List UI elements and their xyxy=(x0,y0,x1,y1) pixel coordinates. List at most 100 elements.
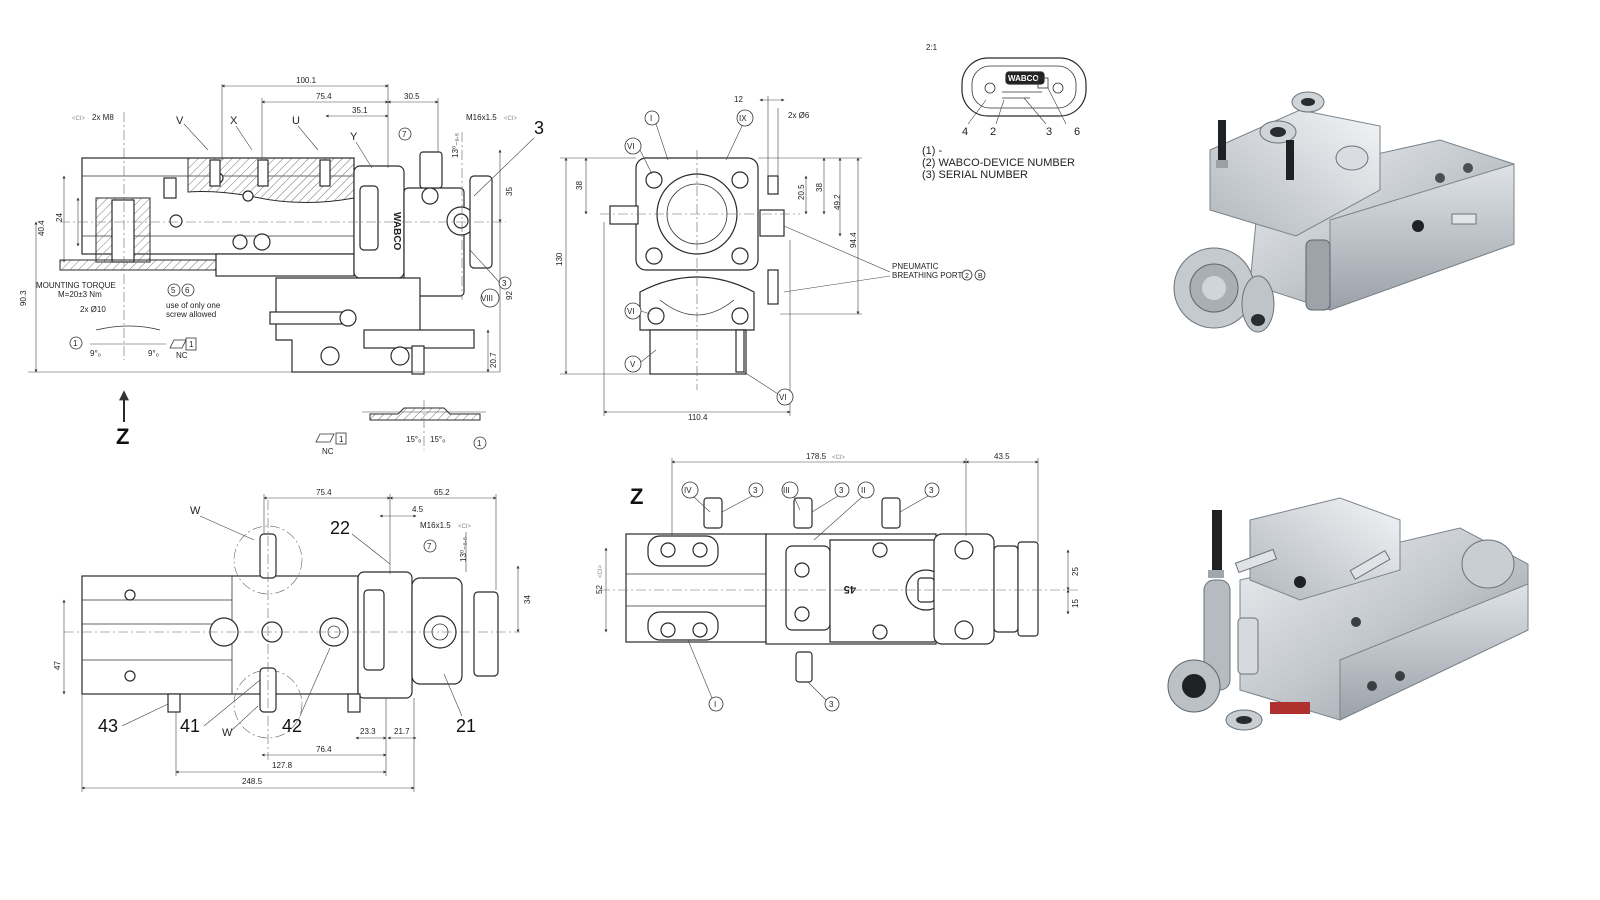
dim-52: 52 xyxy=(595,585,604,594)
note-screw-allowed: screw allowed xyxy=(166,310,216,319)
callout-v: V xyxy=(630,360,636,369)
dim-49-2: 49.2 xyxy=(833,194,842,210)
angle-9-left: 9°₀ xyxy=(90,349,101,358)
callout-1-c: 1 xyxy=(477,439,482,448)
callout-w-top: W xyxy=(190,505,201,517)
callout-3-i: 3 xyxy=(829,700,834,709)
callout-6: 6 xyxy=(185,286,190,295)
dim-13-b: 13⁰₋₀.₅ xyxy=(459,537,468,562)
note-ci-c: <CI> xyxy=(832,455,846,461)
dim-110-4: 110.4 xyxy=(688,413,708,422)
angle-15-left: 15°₀ xyxy=(406,435,421,444)
note-nc-b: NC xyxy=(322,447,334,456)
dim-20-7: 20.7 xyxy=(489,352,498,368)
callout-21: 21 xyxy=(456,716,476,736)
dim-92: 92 xyxy=(505,291,514,300)
dim-23-3: 23.3 xyxy=(360,727,376,736)
view-label-z-b: Z xyxy=(630,484,643,509)
nameplate-callout-2: 2 xyxy=(990,126,996,138)
dim-130: 130 xyxy=(555,252,564,266)
nameplate-callout-6: 6 xyxy=(1074,126,1080,138)
dim-65-2: 65.2 xyxy=(434,488,450,497)
callout-1-b: 1 xyxy=(189,340,194,349)
note-ci-b: <CI> xyxy=(458,524,472,530)
callout-vi-a: VI xyxy=(627,142,635,151)
callout-5: 5 xyxy=(171,286,176,295)
callout-1-d: 1 xyxy=(339,435,344,444)
pneumatic-label-1: PNEUMATIC xyxy=(892,262,939,271)
bottom-middle-bottom-view: Z 45 178.5 <CI> 43.5 xyxy=(595,452,1080,712)
callout-3-ii: 3 xyxy=(929,486,934,495)
plate-number: 45 xyxy=(844,583,856,595)
dim-35: 35 xyxy=(505,187,514,196)
dim-4-5: 4.5 xyxy=(412,505,424,514)
callout-w-bottom: W xyxy=(222,727,233,739)
callout-ii: II xyxy=(861,486,865,495)
note-ci-left: <CI> xyxy=(72,116,86,122)
note-2xm8: 2x M8 xyxy=(92,113,114,122)
dim-25: 25 xyxy=(1071,567,1080,576)
callout-y: Y xyxy=(350,131,358,143)
dim-178-5: 178.5 xyxy=(806,452,827,461)
scale-note: 2:1 xyxy=(926,43,938,52)
note-nc-a: NC xyxy=(176,351,188,360)
dim-20-5: 20.5 xyxy=(797,184,806,200)
dim-35-1: 35.1 xyxy=(352,106,368,115)
dim-94-4: 94.4 xyxy=(849,232,858,248)
callout-x: X xyxy=(230,115,238,127)
angle-9-right: 9°₀ xyxy=(148,349,159,358)
callout-i-b: I xyxy=(714,700,716,709)
note-ci-d: <CI> xyxy=(598,564,604,578)
dim-47: 47 xyxy=(53,661,62,670)
dim-38-right: 38 xyxy=(815,183,824,192)
callout-i: I xyxy=(650,114,652,123)
nameplate-callout-3: 3 xyxy=(1046,126,1052,138)
view-label-z-a: Z xyxy=(116,424,129,449)
legend-line-1: (1) - xyxy=(922,145,943,157)
note-torque-value: M=20±3 Nm xyxy=(58,290,102,299)
note-mounting-torque: MOUNTING TORQUE xyxy=(36,281,116,290)
callout-42: 42 xyxy=(282,716,302,736)
pneumatic-label-2: BREATHING PORT xyxy=(892,271,962,280)
nameplate-callout-4: 4 xyxy=(962,126,968,138)
callout-3-iv: 3 xyxy=(753,486,758,495)
dim-100-1: 100.1 xyxy=(296,76,317,85)
angle-15-right: 15°₀ xyxy=(430,435,445,444)
callout-43: 43 xyxy=(98,716,118,736)
callout-3-large: 3 xyxy=(534,118,544,138)
valve-unit-render-front xyxy=(1173,91,1515,333)
callout-7: 7 xyxy=(402,130,407,139)
note-use-only-one: use of only one xyxy=(166,301,221,310)
dim-38-left: 38 xyxy=(575,181,584,190)
callout-3-iii: 3 xyxy=(839,486,844,495)
dim-248-5: 248.5 xyxy=(242,777,263,786)
callout-3-small: 3 xyxy=(502,279,507,288)
callout-viii: VIII xyxy=(481,294,493,303)
dim-15: 15 xyxy=(1071,599,1080,608)
callout-vi-b: VI xyxy=(627,307,635,316)
dim-127-8: 127.8 xyxy=(272,761,293,770)
dim-30-5: 30.5 xyxy=(404,92,420,101)
callout-iii: III xyxy=(783,486,790,495)
dim-12: 12 xyxy=(734,95,743,104)
dim-75-4: 75.4 xyxy=(316,92,332,101)
callout-u: U xyxy=(292,115,300,127)
bottom-left-top-view: 75.4 65.2 4.5 M16x1.5 <CI> 13⁰₋₀.₅ 47 34… xyxy=(53,488,532,792)
dim-40-4: 40.4 xyxy=(37,220,46,236)
dim-90-3: 90.3 xyxy=(19,290,28,306)
note-2x-phi10: 2x Ø10 xyxy=(80,305,106,314)
dim-76-4: 76.4 xyxy=(316,745,332,754)
dim-13-tol: 13⁰₋₀.₅ xyxy=(451,133,460,158)
dim-21-7: 21.7 xyxy=(394,727,410,736)
callout-vi-c: VI xyxy=(779,393,787,402)
top-middle-front-view: 12 2x Ø6 38 130 20.5 38 49.2 94.4 110.4 … xyxy=(555,95,986,422)
callout-ix: IX xyxy=(739,114,747,123)
nameplate-brand: WABCO xyxy=(1008,74,1039,83)
note-ci-right: <CI> xyxy=(504,116,518,122)
dim-2x-phi6: 2x Ø6 xyxy=(788,111,810,120)
top-left-side-view: WABCO 100.1 75.4 35.1 30.5 40.4 xyxy=(19,76,544,456)
pneumatic-num-b: B xyxy=(978,273,983,280)
dim-34: 34 xyxy=(523,595,532,604)
dim-43-5: 43.5 xyxy=(994,452,1010,461)
